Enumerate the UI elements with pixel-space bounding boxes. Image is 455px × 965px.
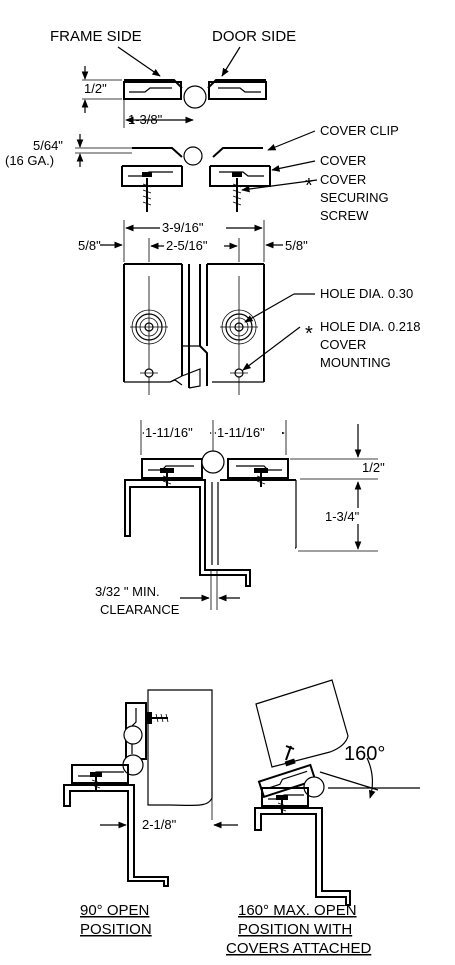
top-section: FRAME SIDE DOOR SIDE 1/2" 1-3/8" 5/64" (… (5, 28, 399, 223)
installed-section: 1-11/16" 1-11/16" 1/2" 1-3/4" (95, 420, 385, 617)
angle-label: 160° (344, 743, 385, 765)
dim-installed-half: 1/2" (362, 460, 385, 475)
open-160-section: 160° (254, 679, 420, 906)
door-160 (255, 679, 349, 768)
door-side-label: DOOR SIDE (212, 28, 296, 45)
cover-label: COVER (320, 153, 366, 168)
dim-total-width: 3-9/16" (162, 220, 204, 235)
dim-gauge: 5/64" (33, 138, 63, 153)
dim-left-edge: 5/8" (78, 238, 101, 253)
hinge-profile-upper (123, 79, 267, 109)
dim-offset: 2-1/8" (142, 817, 177, 832)
cover-clip-label: COVER CLIP (320, 123, 399, 138)
caption-160-line1: 160° MAX. OPEN (238, 902, 357, 919)
dim-center: 2-5/16" (166, 238, 208, 253)
screw-asterisk: * (305, 175, 313, 197)
dim-installed-depth: 1-3/4" (325, 509, 360, 524)
frame-side-leader (117, 46, 161, 77)
leaf-section: 3-9/16" 2-5/16" 5/8" 5/8" (78, 220, 420, 395)
captions: 90° OPEN POSITION 160° MAX. OPEN POSITIO… (80, 902, 371, 957)
mounting-asterisk: * (305, 323, 313, 345)
dim-right-edge: 5/8" (285, 238, 308, 253)
clearance-label-line1: 3/32 " MIN. (95, 584, 160, 599)
dim-one-three-eighths: 1-3/8" (128, 112, 163, 127)
caption-160-line2: POSITION WITH (238, 921, 352, 938)
mount-label-line2: COVER (320, 337, 366, 352)
frame-side-label: FRAME SIDE (50, 28, 142, 45)
hinge-leaf-elevation (123, 263, 265, 395)
mount-label-line1: HOLE DIA. 0.218 (320, 319, 420, 334)
door-side-leader (221, 46, 241, 77)
hinge-profile-exploded (121, 146, 271, 212)
mount-label-line3: MOUNTING (320, 355, 391, 370)
caption-90-line2: POSITION (80, 921, 152, 938)
caption-160-line3: COVERS ATTACHED (226, 940, 371, 957)
dim-installed-left: 1-11/16" (145, 425, 193, 440)
screw-label-line3: SCREW (320, 208, 369, 223)
clearance-label-line2: CLEARANCE (100, 602, 180, 617)
door-90 (147, 689, 213, 807)
dim-gauge-sub: (16 GA.) (5, 153, 54, 168)
open-90-section: 2-1/8" (63, 689, 238, 887)
dim-half-inch-top: 1/2" (84, 81, 107, 96)
dim-installed-right: 1-11/16" (217, 425, 265, 440)
caption-90-line1: 90° OPEN (80, 902, 149, 919)
screw-label-line1: COVER (320, 172, 366, 187)
installed-hinge (124, 450, 297, 587)
screw-label-line2: SECURING (320, 190, 389, 205)
hole-dia-label: HOLE DIA. 0.30 (320, 286, 413, 301)
